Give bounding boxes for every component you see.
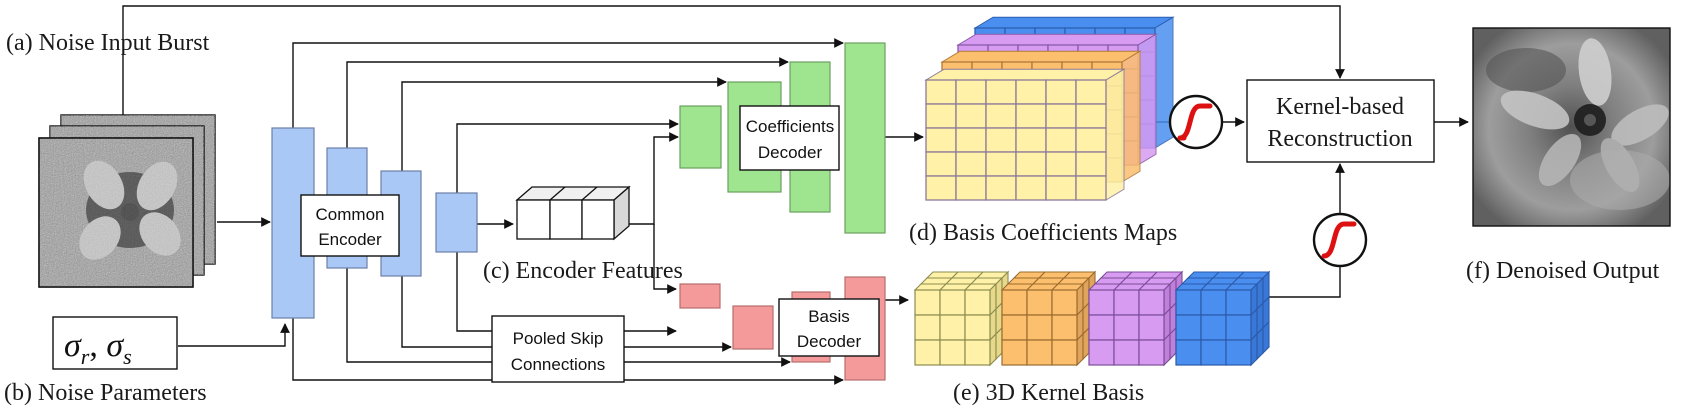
basis-block-1 (679, 283, 721, 309)
coefficients-decoder-box: Coefficients Decoder (739, 105, 840, 171)
skip-top-2 (346, 57, 789, 148)
basis-block-2 (732, 305, 774, 350)
coeff-map-layer-4 (924, 68, 1126, 201)
label-basis-coefficients-maps: (d) Basis Coefficients Maps (909, 220, 1177, 246)
skip-top-1 (292, 38, 844, 128)
svg-text:Connections: Connections (511, 355, 606, 374)
noisy-flower-image (79, 160, 181, 260)
noise-parameters-box: σr, σs (52, 316, 178, 370)
basis-to-sigmoid (1268, 265, 1341, 298)
kernel-cube-3 (1087, 270, 1184, 367)
skip-bottom-4 (456, 252, 492, 332)
svg-text:Basis: Basis (808, 307, 850, 326)
svg-text:Decoder: Decoder (797, 332, 862, 351)
svg-text:Coefficients: Coefficients (746, 117, 835, 136)
common-encoder-box: Common Encoder (300, 194, 400, 257)
connections (122, 5, 1469, 385)
noise-input-burst (38, 114, 216, 288)
encoder-block-4 (435, 192, 478, 253)
label-encoder-features: (c) Encoder Features (483, 258, 683, 284)
svg-text:Common: Common (316, 205, 385, 224)
svg-text:Encoder: Encoder (318, 230, 382, 249)
svg-text:σr, σs: σr, σs (64, 327, 132, 369)
sigmoid-icon-bottom (1312, 212, 1368, 268)
features-branch (629, 132, 679, 225)
kernel-basis-cubes (913, 270, 1271, 367)
svg-text:Pooled Skip: Pooled Skip (513, 329, 604, 348)
encoder-features (515, 185, 631, 241)
sigmoid-icon-top (1168, 94, 1224, 150)
coeff-block-1 (679, 105, 722, 169)
kernel-reconstruction-box: Kernel-based Reconstruction (1246, 79, 1435, 163)
svg-text:Reconstruction: Reconstruction (1267, 126, 1412, 152)
kernel-cube-2 (1000, 270, 1097, 367)
basis-decoder-box: Basis Decoder (778, 298, 880, 357)
pooled-skip-connections-box: Pooled Skip Connections (491, 315, 625, 383)
svg-text:Decoder: Decoder (758, 143, 823, 162)
skip-bottom-2 (346, 268, 492, 363)
kernel-cube-1 (913, 270, 1010, 367)
skip-bottom-3 (401, 276, 492, 348)
label-3d-kernel-basis: (e) 3D Kernel Basis (953, 380, 1144, 406)
skip-bottom-1 (292, 318, 492, 381)
skip-top-3 (401, 77, 727, 171)
label-noise-parameters: (b) Noise Parameters (4, 380, 207, 406)
params-to-encoder-arrow (178, 323, 290, 347)
label-denoised-output: (f) Denoised Output (1466, 258, 1660, 284)
features-branch-down (653, 224, 677, 294)
basis-coefficient-maps (924, 16, 1175, 201)
skip-top-4 (456, 119, 679, 193)
denoised-output-image (1472, 27, 1671, 227)
kernel-cube-4 (1174, 270, 1271, 367)
burst-to-reconstruction-line (122, 5, 1345, 115)
coeff-block-4 (844, 42, 886, 234)
svg-text:Kernel-based: Kernel-based (1276, 94, 1404, 120)
label-noise-input-burst: (a) Noise Input Burst (6, 30, 210, 56)
